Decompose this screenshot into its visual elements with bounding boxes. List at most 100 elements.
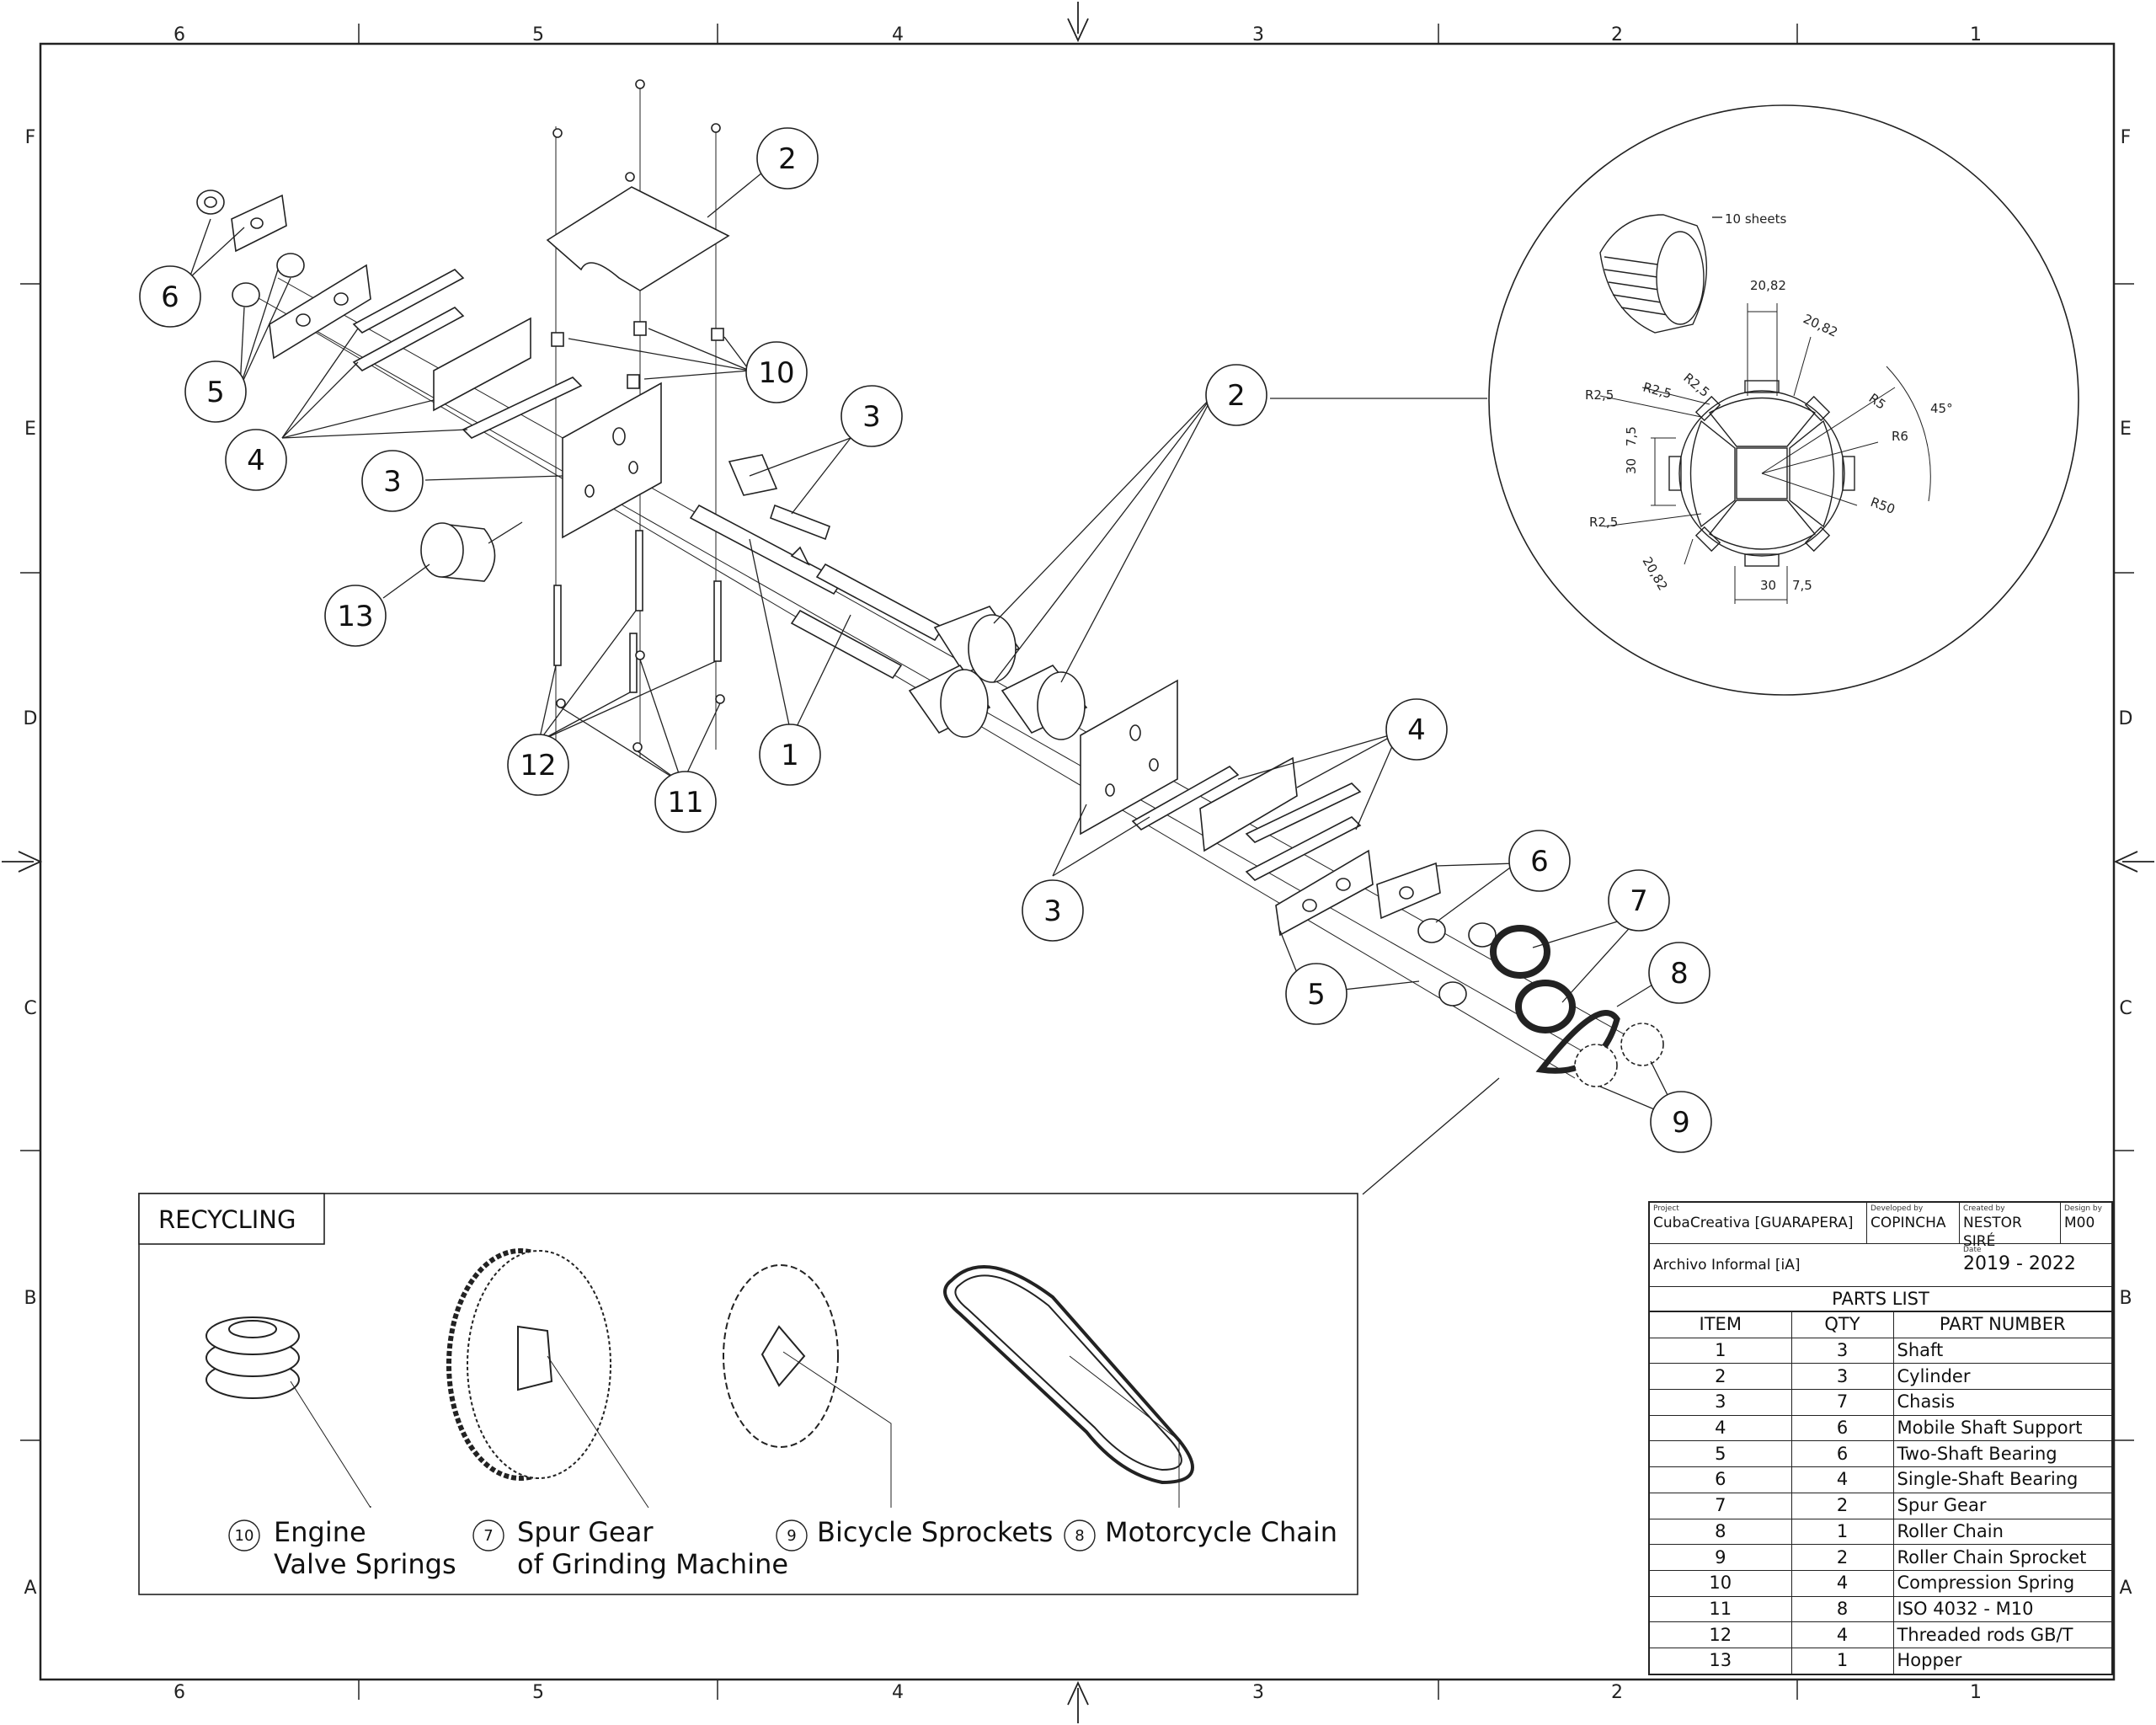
balloon: 12 bbox=[507, 734, 569, 796]
cell-qty: 3 bbox=[1790, 1363, 1894, 1391]
dim-label: R2,5 bbox=[1589, 515, 1618, 530]
cell-item: 9 bbox=[1650, 1544, 1792, 1571]
balloon: 2 bbox=[756, 127, 819, 190]
balloon: 11 bbox=[654, 771, 717, 833]
cell-item: 5 bbox=[1650, 1440, 1792, 1468]
spur-gears-7 bbox=[1490, 925, 1576, 1033]
dim-label: R50 bbox=[1869, 494, 1897, 517]
zone-label: 5 bbox=[532, 24, 544, 45]
svg-text:6: 6 bbox=[1530, 845, 1549, 879]
dim-label: 20,82 bbox=[1801, 311, 1840, 339]
balloon: 9 bbox=[1650, 1091, 1712, 1153]
zone-label: C bbox=[24, 998, 36, 1019]
design-label: Design by bbox=[2064, 1204, 2102, 1213]
cell-qty: 4 bbox=[1790, 1569, 1894, 1597]
zone-label: A bbox=[24, 1578, 36, 1599]
balloon: 6 bbox=[1508, 830, 1571, 892]
cell-item: 2 bbox=[1650, 1363, 1792, 1391]
recycling-item-number: 9 bbox=[787, 1527, 796, 1545]
bicycle-sprocket-illustration bbox=[723, 1264, 892, 1508]
zone-label: E bbox=[24, 419, 36, 440]
balloon: 1 bbox=[759, 724, 821, 786]
cell-item: 7 bbox=[1650, 1492, 1792, 1519]
cylinders-2 bbox=[908, 606, 1088, 740]
svg-text:1: 1 bbox=[781, 739, 799, 772]
shafts-1 bbox=[689, 504, 945, 680]
cell-qty: 4 bbox=[1790, 1466, 1894, 1493]
svg-text:3: 3 bbox=[383, 465, 402, 499]
developed-value: COPINCHA bbox=[1870, 1215, 1946, 1231]
cell-part-number: Shaft bbox=[1892, 1337, 2111, 1365]
svg-text:11: 11 bbox=[667, 786, 703, 820]
archive-cell: Archivo Informal [iA] bbox=[1650, 1244, 1960, 1286]
right-bearings bbox=[1275, 849, 1497, 1007]
top-cover-plate bbox=[546, 186, 730, 291]
zone-label: 4 bbox=[892, 24, 904, 45]
created-cell: Created by NESTOR SIRÉ bbox=[1960, 1203, 2061, 1250]
recycling-item-caption: Engine bbox=[274, 1516, 366, 1548]
cell-part-number: Single-Shaft Bearing bbox=[1892, 1466, 2111, 1493]
balloon: 8 bbox=[1648, 942, 1710, 1004]
balloon: 2 bbox=[1205, 364, 1267, 426]
header-item: ITEM bbox=[1650, 1311, 1792, 1338]
dim-label: 20,82 bbox=[1750, 278, 1786, 293]
cell-qty: 6 bbox=[1790, 1440, 1894, 1468]
cell-item: 12 bbox=[1650, 1621, 1792, 1648]
right-chassis-plate bbox=[1080, 679, 1178, 836]
dim-label: 7,5 bbox=[1624, 426, 1639, 446]
svg-text:3: 3 bbox=[1043, 895, 1062, 928]
zone-label: A bbox=[2119, 1578, 2132, 1599]
developed-label: Developed by bbox=[1870, 1204, 1924, 1213]
balloon: 7 bbox=[1608, 869, 1670, 932]
left-bearing-group bbox=[196, 190, 583, 439]
zone-label: 5 bbox=[532, 1682, 544, 1703]
zone-label: D bbox=[24, 708, 38, 729]
dim-label: 7,5 bbox=[1792, 578, 1812, 593]
project-value: CubaCreativa [GUARAPERA] bbox=[1653, 1215, 1854, 1231]
cell-part-number: Chasis bbox=[1892, 1389, 2111, 1416]
zone-label: C bbox=[2119, 998, 2132, 1019]
zone-label: B bbox=[2119, 1288, 2132, 1309]
balloon: 4 bbox=[225, 429, 287, 491]
svg-text:4: 4 bbox=[247, 444, 265, 478]
svg-text:8: 8 bbox=[1670, 957, 1689, 991]
svg-text:2: 2 bbox=[1227, 379, 1246, 413]
parts-list-title: PARTS LIST bbox=[1650, 1287, 2111, 1311]
cell-qty: 4 bbox=[1790, 1621, 1894, 1648]
right-supports-4 bbox=[1131, 756, 1362, 881]
cell-part-number: Threaded rods GB/T bbox=[1892, 1621, 2111, 1648]
zone-label: B bbox=[24, 1288, 36, 1309]
cell-part-number: ISO 4032 - M10 bbox=[1892, 1595, 2111, 1623]
sprocket-9b bbox=[1620, 1023, 1664, 1066]
zone-label: F bbox=[2121, 127, 2132, 148]
svg-text:3: 3 bbox=[862, 400, 881, 434]
item-balloons: 2 10 6 5 4 3 13 3 12 11 1 2 4 3 6 7 8 5 … bbox=[139, 127, 1712, 1153]
cell-part-number: Roller Chain bbox=[1892, 1518, 2111, 1546]
date-cell: Date 2019 - 2022 bbox=[1960, 1244, 2111, 1286]
cell-item: 11 bbox=[1650, 1595, 1792, 1623]
recycling-title: RECYCLING bbox=[158, 1205, 296, 1234]
balloon: 3 bbox=[361, 450, 424, 512]
svg-text:9: 9 bbox=[1672, 1106, 1690, 1140]
balloon: 5 bbox=[1285, 963, 1348, 1025]
balloon: 4 bbox=[1385, 698, 1448, 761]
project-label: Project bbox=[1653, 1204, 1679, 1213]
spur-gear-illustration bbox=[446, 1248, 649, 1509]
cell-item: 6 bbox=[1650, 1466, 1792, 1493]
recycling-item-caption: of Grinding Machine bbox=[517, 1548, 788, 1580]
zone-label: F bbox=[25, 127, 36, 148]
sprocket-9a bbox=[1574, 1044, 1618, 1087]
recycling-item-caption: Spur Gear bbox=[517, 1516, 654, 1548]
dim-label: R6 bbox=[1892, 429, 1908, 444]
detail-view bbox=[1488, 104, 2079, 696]
recycling-item-balloons bbox=[228, 1519, 1096, 1551]
